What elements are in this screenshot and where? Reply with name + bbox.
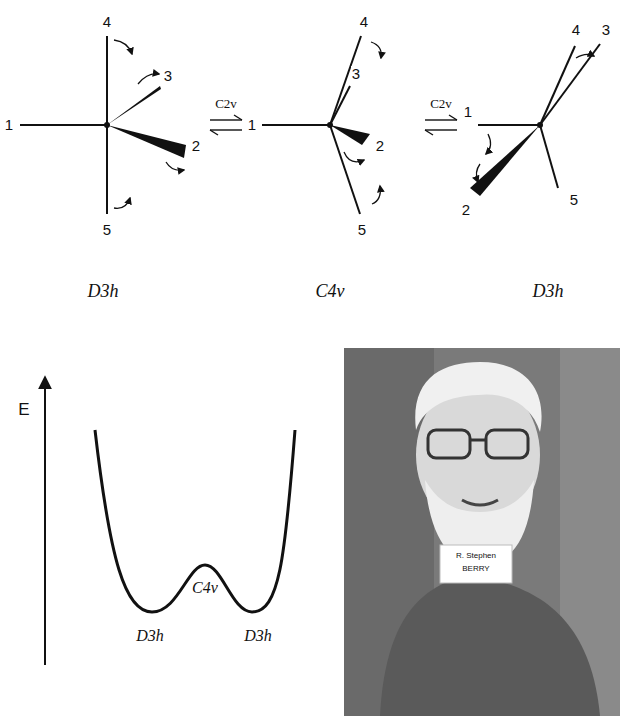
atom-number: 3 [163, 68, 173, 85]
atom-number: 5 [102, 222, 112, 239]
portrait-photo [344, 348, 620, 716]
atom-number: 5 [357, 222, 367, 239]
atom-number: 4 [571, 22, 581, 39]
trigonal-bipyramid [470, 44, 600, 196]
atom-number: 4 [359, 14, 369, 31]
curve-label: D3h [135, 627, 165, 645]
energy-profile [45, 378, 295, 665]
atom-number: 3 [351, 66, 361, 83]
axis-label: E [17, 401, 30, 420]
atom-number: 2 [375, 138, 385, 155]
symmetry-label: D3h [532, 282, 565, 302]
reaction-label: C2v [214, 97, 238, 111]
equilibrium-arrows [425, 115, 457, 135]
atom-number: 5 [569, 192, 579, 209]
symmetry-label: D3h [87, 282, 120, 302]
name-tag-text: R. Stephen [455, 552, 497, 561]
atom-number: 2 [461, 202, 471, 219]
curve-label: C4v [191, 579, 219, 597]
atom-number: 3 [601, 22, 611, 39]
atom-number: 4 [102, 14, 112, 31]
square-pyramid [262, 36, 381, 214]
atom-number: 2 [191, 138, 201, 155]
name-tag-text: BERRY [461, 565, 490, 574]
trigonal-bipyramid [20, 36, 186, 214]
equilibrium-arrows [210, 115, 242, 135]
symmetry-label: C4v [315, 282, 346, 302]
atom-number: 1 [247, 117, 257, 134]
curve-label: D3h [243, 627, 273, 645]
atom-number: 1 [463, 104, 473, 121]
reaction-label: C2v [429, 97, 453, 111]
atom-number: 1 [4, 117, 14, 134]
